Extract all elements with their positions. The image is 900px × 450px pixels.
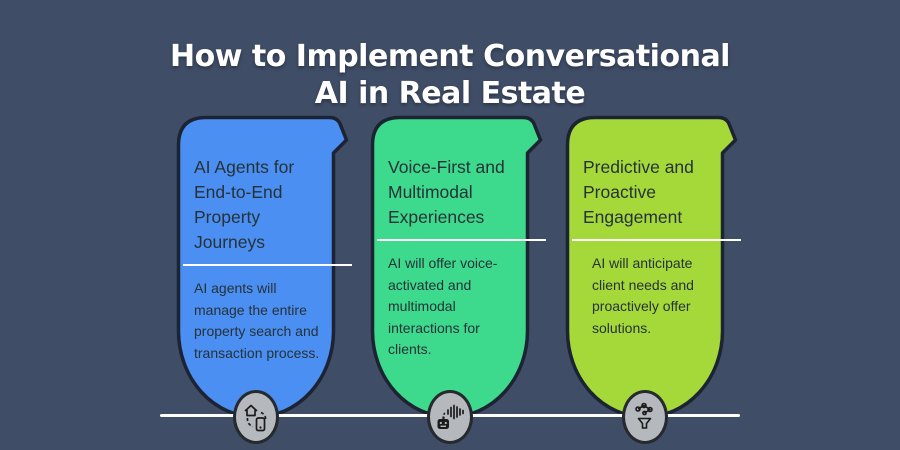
card-voice-first: Voice-First and Multimodal Experiences A… bbox=[370, 115, 546, 421]
house-phone-sync-icon bbox=[244, 404, 267, 432]
card-content: Voice-First and Multimodal Experiences A… bbox=[370, 115, 546, 421]
card-title: Predictive and Proactive Engagement bbox=[583, 157, 694, 227]
divider bbox=[572, 239, 741, 241]
card-title: AI Agents for End-to-End Property Journe… bbox=[194, 157, 295, 252]
page-title-line-2: AI in Real Estate bbox=[314, 76, 586, 112]
card-predictive: Predictive and Proactive Engagement AI w… bbox=[565, 115, 741, 421]
network-funnel-icon bbox=[635, 402, 653, 429]
divider bbox=[377, 239, 546, 241]
card-content: AI Agents for End-to-End Property Journe… bbox=[176, 115, 352, 421]
card-body: AI will anticipate client needs and proa… bbox=[592, 255, 694, 336]
card-body: AI agents will manage the entire propert… bbox=[194, 280, 320, 361]
card-body: AI will offer voice- activated and multi… bbox=[388, 255, 498, 357]
badge-robot-voice bbox=[427, 390, 473, 444]
page-title-line-1: How to Implement Conversational bbox=[170, 39, 730, 75]
badge-network-funnel bbox=[622, 390, 668, 444]
badge-house-phone bbox=[233, 390, 279, 444]
page-title: How to Implement Conversational AI in Re… bbox=[0, 38, 900, 112]
divider bbox=[183, 264, 352, 266]
card-title: Voice-First and Multimodal Experiences bbox=[388, 157, 505, 227]
card-ai-agents: AI Agents for End-to-End Property Journe… bbox=[176, 115, 352, 421]
robot-voice-icon bbox=[437, 404, 464, 429]
card-content: Predictive and Proactive Engagement AI w… bbox=[565, 115, 741, 421]
